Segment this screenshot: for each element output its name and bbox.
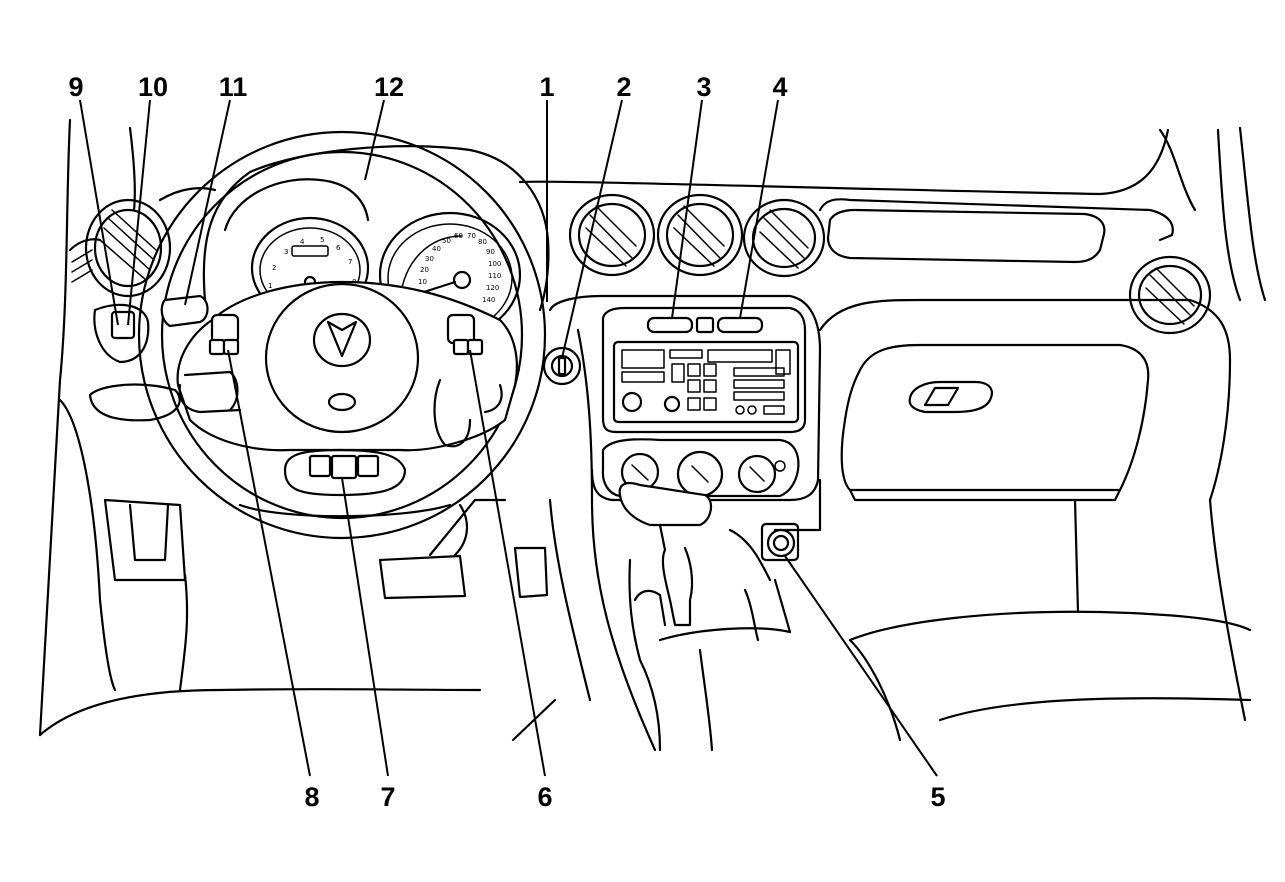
pontiac-emblem-icon bbox=[326, 320, 358, 358]
callout-5: 5 bbox=[930, 782, 945, 812]
mode-knob bbox=[737, 454, 777, 494]
center-stack bbox=[548, 294, 822, 752]
callout-9: 9 bbox=[68, 72, 83, 102]
tach-tick: 3 bbox=[284, 248, 288, 256]
speedo-numbers: 10 20 30 40 50 60 70 80 90 100 110 120 1… bbox=[418, 232, 501, 304]
speedo-tick: 90 bbox=[486, 248, 495, 256]
speedo-tick: 80 bbox=[478, 238, 487, 246]
turn-signal-lever bbox=[160, 294, 209, 328]
center-vents bbox=[568, 193, 826, 278]
tach-tick: 5 bbox=[320, 236, 324, 244]
dash-top bbox=[158, 126, 1267, 302]
callout-11: 11 bbox=[219, 72, 248, 102]
callout-labels: 1 2 3 4 5 6 7 8 9 10 11 12 bbox=[68, 72, 945, 812]
leader-7 bbox=[341, 477, 389, 777]
steering-wheel bbox=[137, 130, 547, 540]
leader-11 bbox=[184, 99, 231, 306]
callout-2: 2 bbox=[616, 72, 631, 102]
tach-tick: 4 bbox=[300, 238, 305, 246]
callout-10: 10 bbox=[138, 72, 168, 102]
lower-dash-left bbox=[38, 498, 592, 742]
tach-tick: 2 bbox=[272, 264, 276, 272]
speedo-tick: 50 bbox=[442, 237, 451, 245]
leader-3 bbox=[671, 99, 703, 319]
leader-10 bbox=[127, 99, 151, 326]
tach-tick: 6 bbox=[336, 244, 341, 252]
callout-6: 6 bbox=[537, 782, 552, 812]
mirror-switch bbox=[110, 310, 136, 340]
speedo-tick: 70 bbox=[467, 232, 476, 240]
speedo-tick: 140 bbox=[482, 296, 495, 304]
leader-9 bbox=[79, 99, 119, 326]
tach-tick: 7 bbox=[348, 258, 352, 266]
gear-shift bbox=[618, 481, 792, 752]
speedo-tick: 20 bbox=[420, 266, 429, 274]
callout-8: 8 bbox=[304, 782, 319, 812]
speedo-tick: 30 bbox=[425, 255, 434, 263]
callout-1: 1 bbox=[539, 72, 554, 102]
speedo-tick: 60 bbox=[454, 232, 463, 240]
leader-lines bbox=[79, 99, 938, 777]
speedo-tick: 110 bbox=[488, 272, 501, 280]
leader-6 bbox=[469, 349, 546, 777]
rear-defog-button bbox=[716, 316, 764, 334]
callout-3: 3 bbox=[696, 72, 711, 102]
radio bbox=[612, 340, 800, 424]
left-steering-controls bbox=[222, 338, 240, 356]
leader-4 bbox=[739, 99, 779, 319]
brake-pedal bbox=[378, 554, 467, 600]
passenger-dash bbox=[818, 198, 1252, 742]
speedo-tick: 120 bbox=[486, 284, 499, 292]
left-door-panel bbox=[38, 118, 187, 737]
speedo-tick: 10 bbox=[418, 278, 427, 286]
speedo-tick: 100 bbox=[488, 260, 501, 268]
leader-8 bbox=[227, 349, 311, 777]
glovebox bbox=[840, 343, 1150, 492]
callout-7: 7 bbox=[380, 782, 395, 812]
power-outlet bbox=[760, 522, 800, 562]
tach-tick: 1 bbox=[268, 282, 272, 290]
leader-5 bbox=[784, 555, 938, 777]
leader-2 bbox=[561, 99, 623, 359]
cruise-control-switch bbox=[330, 454, 358, 480]
left-air-vent bbox=[84, 198, 172, 298]
leader-12 bbox=[364, 99, 385, 181]
callout-4: 4 bbox=[772, 72, 787, 102]
glovebox-handle bbox=[908, 380, 993, 414]
callout-12: 12 bbox=[374, 72, 404, 102]
right-steering-controls bbox=[466, 338, 484, 356]
speedo-tick: 40 bbox=[432, 245, 441, 253]
ignition-switch bbox=[542, 346, 582, 386]
